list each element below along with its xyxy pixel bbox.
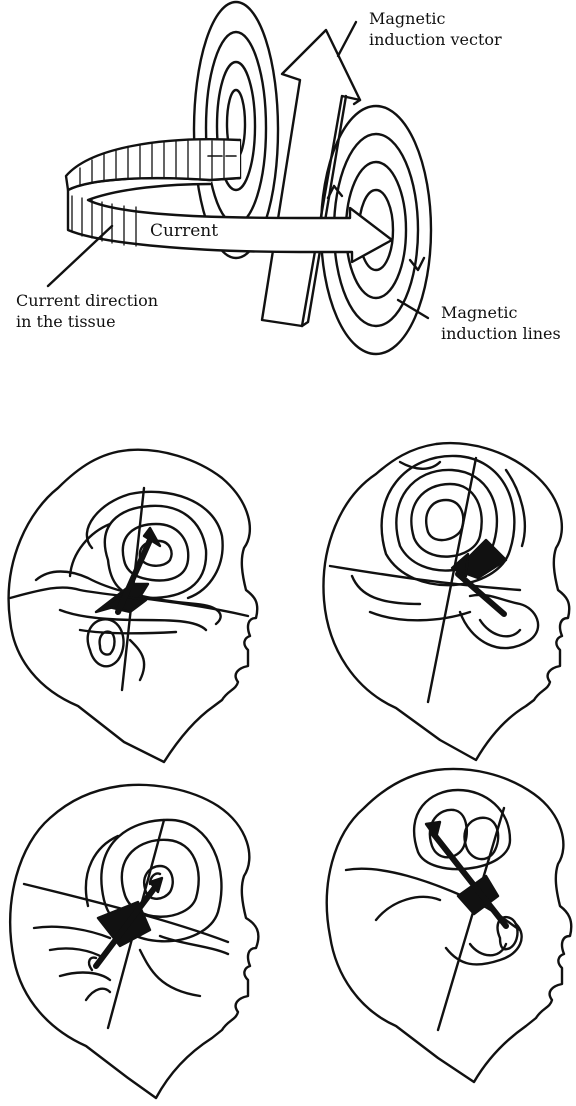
head-top-right xyxy=(323,443,569,760)
induction-lines-leader-line xyxy=(398,300,428,318)
head-outline xyxy=(10,785,258,1098)
magnetic-induction-vector-arrow xyxy=(262,30,360,326)
label-line: in the tissue xyxy=(16,311,158,332)
head-bottom-left xyxy=(10,785,258,1098)
head-outline xyxy=(323,443,569,760)
head-bottom-right xyxy=(327,769,571,1082)
current-direction-label: Current direction in the tissue xyxy=(16,290,158,332)
head-top-left xyxy=(9,450,258,762)
magnetic-induction-lines-label: Magnetic induction lines xyxy=(441,302,561,344)
label-line: Current direction xyxy=(16,290,158,311)
label-line: induction lines xyxy=(441,323,561,344)
label-line: Magnetic xyxy=(369,8,502,29)
magnetic-induction-vector-label: Magnetic induction vector xyxy=(369,8,502,50)
current-label: Current xyxy=(150,221,218,241)
vector-leader-line xyxy=(338,22,356,56)
current-ribbon xyxy=(66,139,392,262)
head-outline xyxy=(327,769,571,1082)
label-line: induction vector xyxy=(369,29,502,50)
label-line: Magnetic xyxy=(441,302,561,323)
